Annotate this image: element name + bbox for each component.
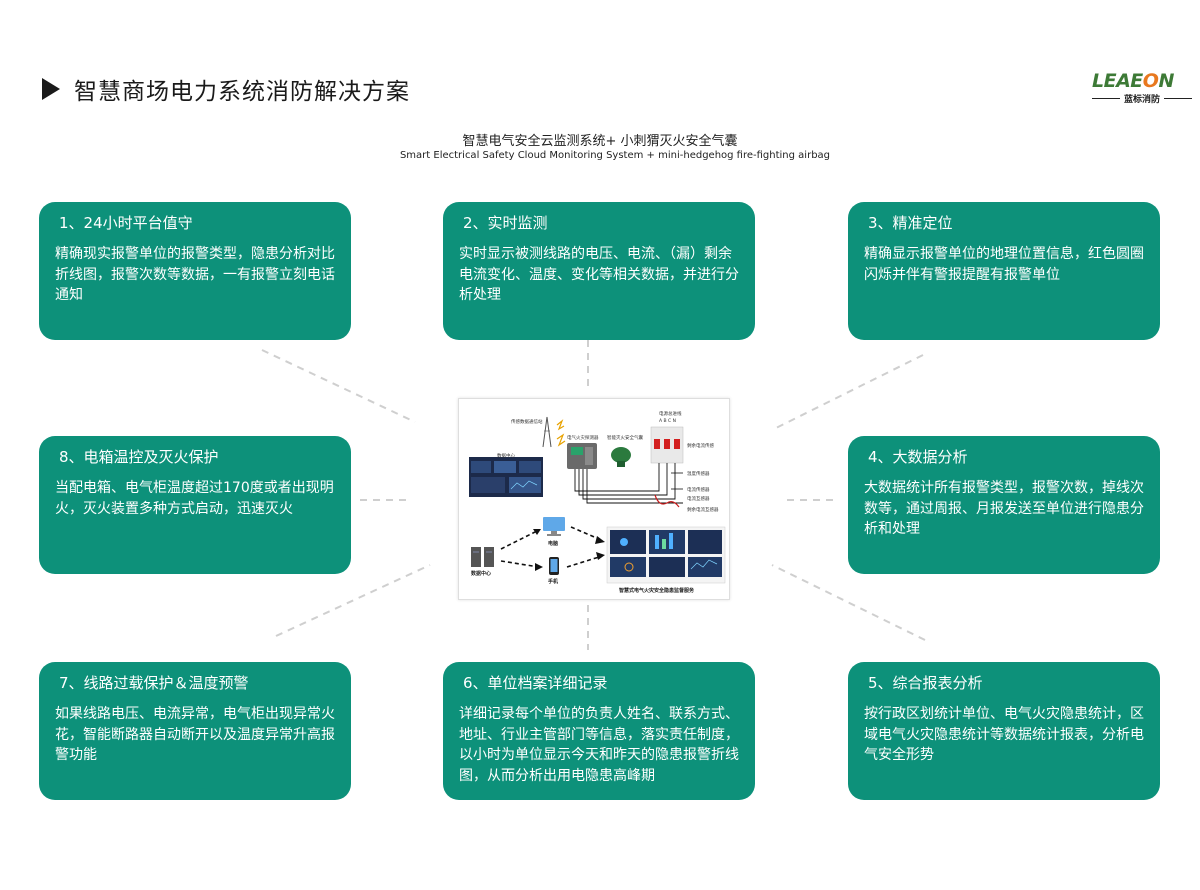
card-body: 实时显示被测线路的电压、电流、（漏）剩余电流变化、温度、变化等相关数据，并进行分… <box>459 246 739 303</box>
feature-card-1: 1、24小时平台值守 精确现实报警单位的报警类型，隐患分析对比折线图，报警次数等… <box>39 202 351 340</box>
card-body: 按行政区划统计单位、电气火灾隐患统计，区域电气火灾隐患统计等数据统计报表，分析电… <box>864 706 1144 763</box>
sensor-label-2: 温度传感器 <box>687 470 710 477</box>
page-title: 智慧商场电力系统消防解决方案 <box>74 79 410 105</box>
card-body: 精确显示报警单位的地理位置信息，红色圆圈闪烁并伴有警报提醒有报警单位 <box>864 246 1144 283</box>
connector-line-7 <box>275 564 431 637</box>
phone-label: 手机 <box>548 578 558 585</box>
datacenter-servers-icon <box>471 547 494 567</box>
logo-wordmark: LEAEON <box>1092 70 1174 92</box>
phone-icon <box>549 557 559 575</box>
connector-line-3 <box>771 354 924 431</box>
system-diagram: 传感数据通信站 数据中心 电气火灾探测器 智能灭火安全气囊 电源总进线 A B … <box>458 398 730 600</box>
card-body: 详细记录每个单位的负责人姓名、联系方式、地址、行业主管部门等信息，落实责任制度，… <box>459 706 739 784</box>
card-body: 如果线路电压、电流异常，电气柜出现异常火花，智能断路器自动断开以及温度异常升高报… <box>55 706 335 763</box>
subtitle-cn: 智慧电气安全云监测系统+ 小刺猬灭火安全气囊 <box>462 134 738 149</box>
connector-line-5 <box>771 564 926 641</box>
airbag-device <box>611 447 631 467</box>
device1-label: 电气火灾探测器 <box>567 434 599 441</box>
card-title: 7、线路过载保护＆温度预警 <box>59 674 249 692</box>
red-cable <box>654 494 680 508</box>
card-body: 当配电箱、电气柜温度超过170度或者出现明火，灭火装置多种方式启动，迅速灭火 <box>55 480 334 517</box>
tower-label: 传感数据通信站 <box>511 418 543 425</box>
breaker-abc-label: A B C N <box>659 418 676 424</box>
sensor-label-1: 剩余电流传感 <box>687 442 714 449</box>
feature-card-3: 3、精准定位 精确显示报警单位的地理位置信息，红色圆圈闪烁并伴有警报提醒有报警单… <box>848 202 1160 340</box>
card-title: 4、大数据分析 <box>868 448 968 466</box>
sensor-label-3: 电流传感器 <box>687 486 710 493</box>
wiring-lines <box>574 463 683 504</box>
logo-subtitle: 蓝标消防 <box>1092 92 1193 105</box>
card-title: 5、综合报表分析 <box>868 674 983 692</box>
monitoring-dashboard-screens <box>606 526 726 584</box>
datacenter-screen <box>469 457 543 497</box>
pc-label: 电脑 <box>548 540 558 547</box>
breaker-label: 电源总进线 <box>659 410 682 417</box>
card-title: 2、实时监测 <box>463 214 548 232</box>
sensor-label-4: 电流互感器 <box>687 495 710 502</box>
feature-card-5: 5、综合报表分析 按行政区划统计单位、电气火灾隐患统计，区域电气火灾隐患统计等数… <box>848 662 1160 800</box>
feature-card-2: 2、实时监测 实时显示被测线路的电压、电流、（漏）剩余电流变化、温度、变化等相关… <box>443 202 755 340</box>
card-body: 精确现实报警单位的报警类型，隐患分析对比折线图，报警次数等数据，一有报警立刻电话… <box>55 246 335 303</box>
card-body: 大数据统计所有报警类型，报警次数，掉线次数等，通过周报、月报发送至单位进行隐患分… <box>864 480 1144 537</box>
brand-logo: LEAEON 蓝标消防 <box>1092 70 1193 106</box>
feature-card-8: 8、电箱温控及灭火保护 当配电箱、电气柜温度超过170度或者出现明火，灭火装置多… <box>39 436 351 574</box>
card-title: 3、精准定位 <box>868 214 953 232</box>
datacenter-label: 数据中心 <box>471 570 491 577</box>
feature-card-4: 4、大数据分析 大数据统计所有报警类型，报警次数，掉线次数等，通过周报、月报发送… <box>848 436 1160 574</box>
sensor-label-5: 剩余电流互感器 <box>687 506 719 513</box>
title-triangle-icon <box>42 78 60 100</box>
title-row: 智慧商场电力系统消防解决方案 <box>42 72 410 106</box>
connector-line-1 <box>261 349 416 423</box>
data-flow-arrows <box>500 526 600 568</box>
fire-detector-device <box>567 443 597 469</box>
service-label: 智慧式电气火灾安全隐患监督服务 <box>619 587 695 594</box>
subtitle-en: Smart Electrical Safety Cloud Monitoring… <box>399 150 831 161</box>
datacenter-top-label: 数据中心 <box>497 452 515 459</box>
card-title: 1、24小时平台值守 <box>59 214 193 232</box>
computer-icon <box>543 517 565 536</box>
card-title: 6、单位档案详细记录 <box>463 674 608 692</box>
device2-label: 智能灭火安全气囊 <box>607 434 643 441</box>
card-title: 8、电箱温控及灭火保护 <box>59 448 219 466</box>
feature-card-7: 7、线路过载保护＆温度预警 如果线路电压、电流异常，电气柜出现异常火花，智能断路… <box>39 662 351 800</box>
circuit-breaker-icon <box>650 426 684 464</box>
signal-tower-icon <box>542 416 566 448</box>
feature-card-6: 6、单位档案详细记录 详细记录每个单位的负责人姓名、联系方式、地址、行业主管部门… <box>443 662 755 800</box>
